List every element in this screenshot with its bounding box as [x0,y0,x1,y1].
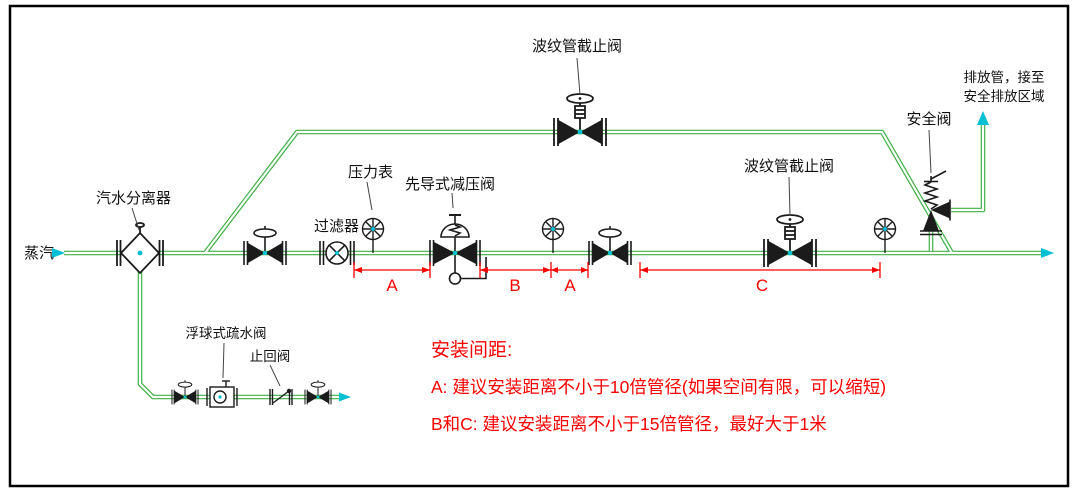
steam-outlet-arrow-icon [1041,248,1054,258]
dimension-a1-label: A [386,276,398,295]
float-trap-leader-line [222,342,225,379]
dimension-b-label: B [509,276,520,295]
float-trap-label: 浮球式疏水阀 [186,326,267,341]
discharge-label-line2: 安全排放区域 [964,88,1045,104]
check-valve-label: 止回阀 [250,349,291,364]
bellows-stop-valve-bypass-label: 波纹管截止阀 [532,38,622,55]
discharge-up-arrow-icon [977,111,989,125]
check-valve-leader-line [269,364,281,387]
dimension-c: C [639,262,881,295]
bypass-valve-leader-line [576,57,581,96]
diagram-border [8,4,1070,488]
bellows-stop-valve-main-label: 波纹管截止阀 [744,158,834,175]
safety-valve-leader-line [928,129,932,174]
discharge-label-line1: 排放管，接至 [964,69,1045,85]
pilot-prv-label: 先导式减压阀 [405,176,495,193]
dimension-a2-label: A [564,276,576,295]
pressure-gauge-label: 压力表 [348,164,393,181]
strainer-label: 过滤器 [314,218,359,235]
gauge-leader-line [366,181,373,211]
spacing-note-bc: B和C: 建议安装距离不小于15倍管径，最好大于1米 [431,414,827,434]
discharge-pipe-inner [951,123,985,212]
dimension-a1: A [353,262,431,295]
condensate-drain-pipe-inner [138,271,341,399]
drain-outlet-arrow-icon [339,392,351,402]
separator-leader-line [131,207,140,231]
spacing-note-a: A: 建议安装距离不小于10倍管径(如果空间有限，可以缩短) [431,377,886,397]
dimension-c-label: C [756,276,768,295]
prv-leader-line [451,192,454,209]
safety-valve-label: 安全阀 [906,110,951,128]
steam-inlet-label: 蒸汽 [24,245,54,262]
spacing-notes-title: 安装间距: [431,339,512,361]
main-bellows-valve-leader-line [788,176,791,217]
separator-label: 汽水分离器 [96,190,171,207]
dimension-a2: A [551,262,589,295]
steam-inlet-arrow-icon [52,248,65,258]
